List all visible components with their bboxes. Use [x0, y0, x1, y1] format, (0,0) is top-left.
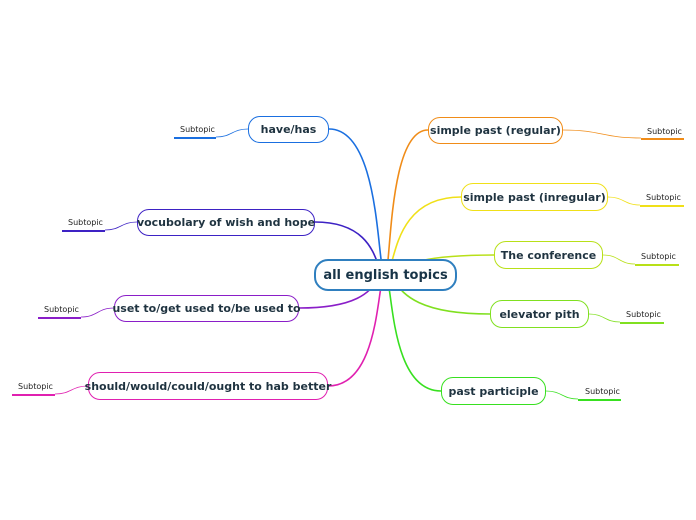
subtopic-underline	[12, 394, 55, 396]
sub-branch-line	[545, 390, 579, 400]
subtopic-underline	[635, 264, 679, 266]
main-branch-line	[327, 274, 386, 387]
topic-label: have/has	[260, 123, 317, 136]
topic-used-to[interactable]: uset to/get used to/be used to	[112, 295, 301, 322]
main-branch-line	[384, 274, 442, 392]
topic-label: The conference	[500, 248, 597, 262]
subtopic-label[interactable]: Subtopic	[646, 193, 681, 202]
subtopic-label[interactable]: Subtopic	[44, 305, 79, 314]
sub-branch-line	[215, 128, 249, 138]
subtopic-label[interactable]: Subtopic	[180, 125, 215, 134]
subtopic-underline	[641, 138, 684, 140]
topic-modals[interactable]: should/would/could/ought to hab better	[85, 372, 331, 400]
topic-label: past participle	[448, 384, 539, 398]
subtopic-underline	[620, 322, 664, 324]
topic-label: simple past (inregular)	[463, 190, 606, 204]
subtopic-underline	[640, 205, 684, 207]
sub-branch-line	[588, 313, 621, 323]
main-branch-line	[328, 128, 386, 276]
subtopic-label[interactable]: Subtopic	[641, 252, 676, 261]
sub-branch-line	[80, 307, 115, 318]
subtopic-label[interactable]: Subtopic	[585, 387, 620, 396]
topic-elevator-pitch[interactable]: elevator pith	[490, 300, 589, 328]
central-topic-label: all english topics	[323, 267, 448, 283]
topic-label: should/would/could/ought to hab better	[84, 379, 332, 393]
subtopic-underline	[578, 399, 621, 401]
subtopic-underline	[62, 230, 105, 232]
main-branch-line	[384, 129, 429, 276]
topic-have-has[interactable]: have/has	[248, 116, 329, 143]
central-topic[interactable]: all english topics	[314, 259, 457, 291]
subtopic-underline	[38, 317, 81, 319]
subtopic-label[interactable]: Subtopic	[647, 127, 682, 136]
topic-label: uset to/get used to/be used to	[112, 302, 301, 315]
sub-branch-line	[104, 221, 138, 231]
topic-simple-past-regular[interactable]: simple past (regular)	[428, 117, 563, 144]
sub-branch-line	[562, 129, 642, 139]
subtopic-underline	[174, 137, 216, 139]
sub-branch-line	[54, 385, 89, 395]
topic-past-participle[interactable]: past participle	[441, 377, 546, 405]
subtopic-label[interactable]: Subtopic	[626, 310, 661, 319]
topic-label: simple past (regular)	[430, 124, 561, 137]
topic-label: elevator pith	[499, 307, 580, 321]
topic-simple-past-irregular[interactable]: simple past (inregular)	[461, 183, 608, 211]
subtopic-label[interactable]: Subtopic	[18, 382, 53, 391]
sub-branch-line	[607, 196, 641, 206]
topic-the-conference[interactable]: The conference	[494, 241, 603, 269]
topic-label: vocubolary of wish and hope	[136, 216, 316, 229]
topic-vocabulary-wish-hope[interactable]: vocubolary of wish and hope	[137, 209, 315, 236]
sub-branch-line	[602, 254, 636, 265]
subtopic-label[interactable]: Subtopic	[68, 218, 103, 227]
